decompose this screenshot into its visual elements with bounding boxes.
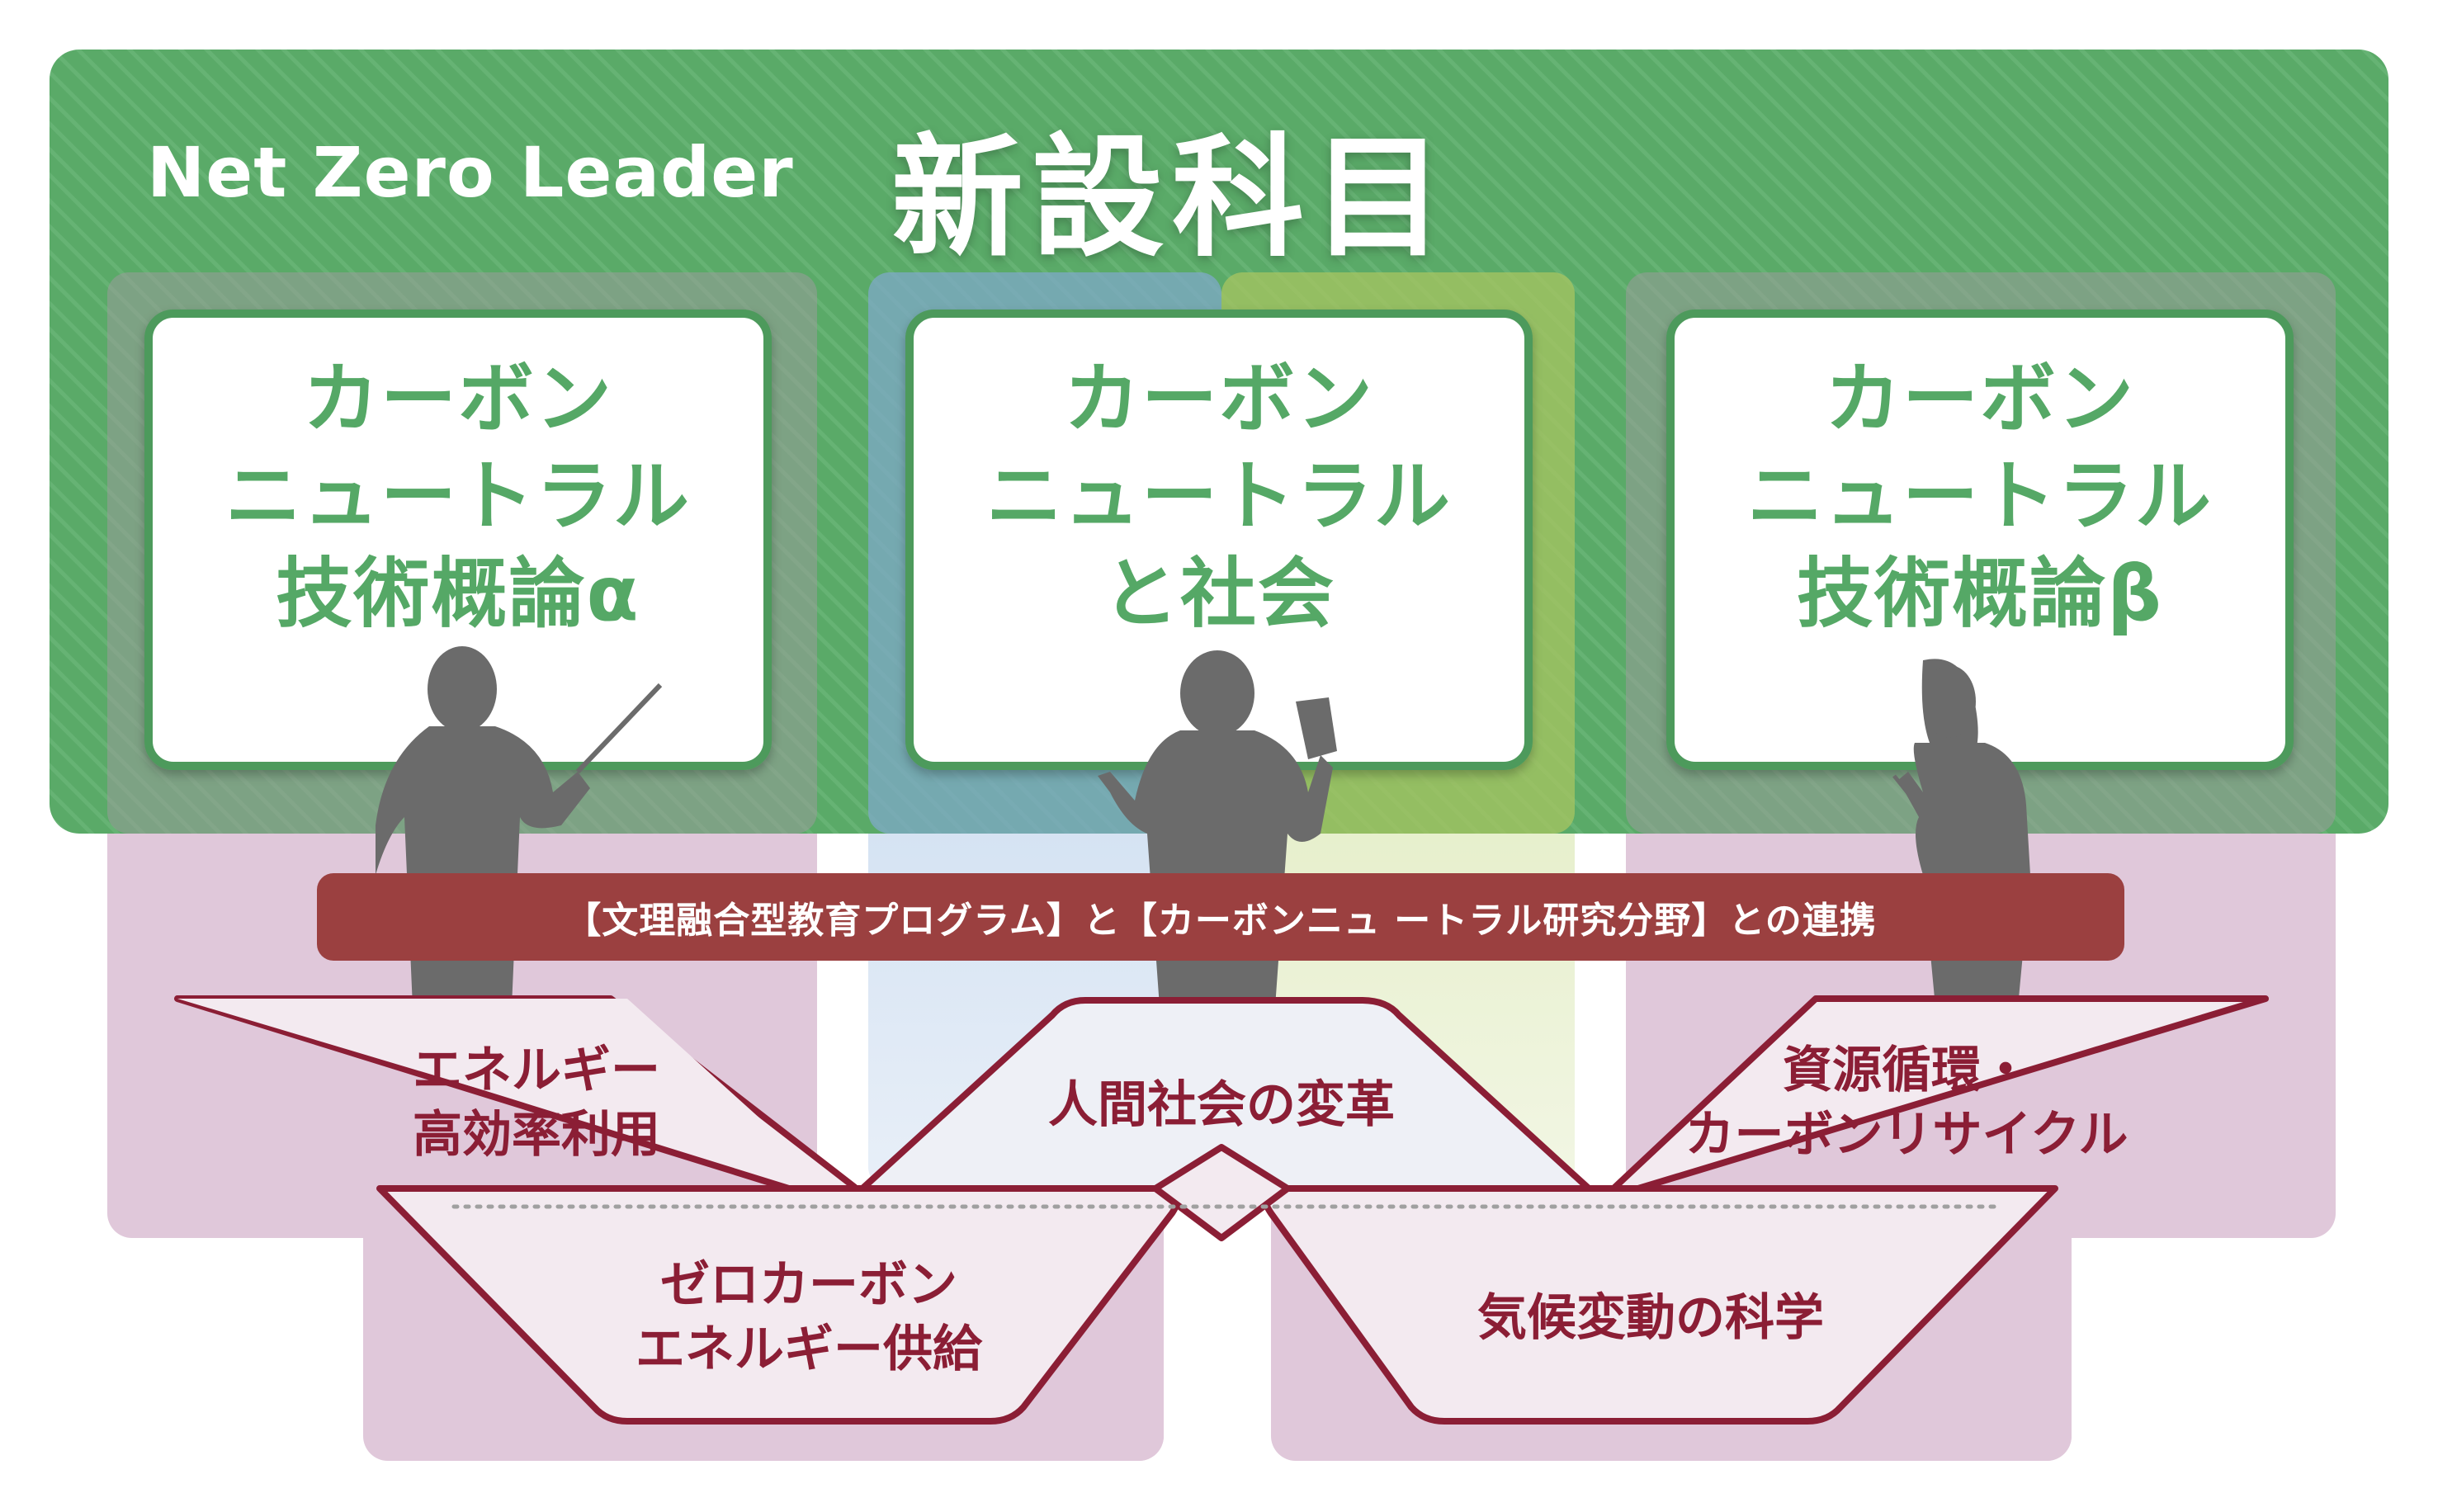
area-label-society-transformation: 人間社会の変革 <box>974 1073 1469 1137</box>
area-label-line: 資源循環・ <box>1783 1042 2030 1099</box>
course-title-line: と社会 <box>1102 550 1335 638</box>
course-title-alpha: カーボン ニュートラル 技術概論α <box>149 351 768 643</box>
area-label-line: エネルギー供給 <box>635 1321 982 1378</box>
page-title: 新設科目 <box>891 120 1453 275</box>
collaboration-band-text: 【文理融合型教育プログラム】と【カーボンニュ ートラル研究分野】との連携 <box>565 900 1877 942</box>
brand-label: Net Zero Leader <box>147 132 794 213</box>
course-title-line: 技術概論β <box>1797 550 2163 638</box>
area-label-energy-efficiency: エネルギー 高効率利用 <box>330 1038 743 1167</box>
course-title-line: ニュートラル <box>985 452 1452 541</box>
area-label-zero-carbon: ゼロカーボン エネルギー供給 <box>594 1253 1023 1382</box>
research-area-shapes <box>174 995 2269 1425</box>
course-title-line: カーボン <box>1824 355 2135 443</box>
course-title-line: カーボン <box>1063 355 1374 443</box>
course-title-society: カーボン ニュートラル と社会 <box>910 351 1528 643</box>
area-label-line: エネルギー <box>413 1042 660 1099</box>
area-shape-society-transformation <box>859 997 1592 1192</box>
course-title-beta: カーボン ニュートラル 技術概論β <box>1670 351 2289 643</box>
course-title-line: ニュートラル <box>224 452 691 541</box>
area-label-line: ゼロカーボン <box>660 1256 957 1314</box>
area-label-resource-cycle: 資源循環・ カーボンリサイクル <box>1675 1038 2138 1167</box>
area-label-line: 気候変動の科学 <box>1477 1289 1824 1347</box>
area-label-line: 高効率利用 <box>413 1106 660 1164</box>
center-diamond <box>1152 1144 1291 1241</box>
course-cards <box>144 309 2294 770</box>
collaboration-band <box>317 873 2124 961</box>
course-title-line: 技術概論α <box>276 550 640 638</box>
area-label-line: カーボンリサイクル <box>1684 1106 2129 1164</box>
area-label-line: 人間社会の変革 <box>1048 1076 1395 1134</box>
course-title-line: カーボン <box>302 355 613 443</box>
area-label-climate-science: 気候変動の科学 <box>1420 1286 1882 1350</box>
course-title-line: ニュートラル <box>1746 452 2213 541</box>
